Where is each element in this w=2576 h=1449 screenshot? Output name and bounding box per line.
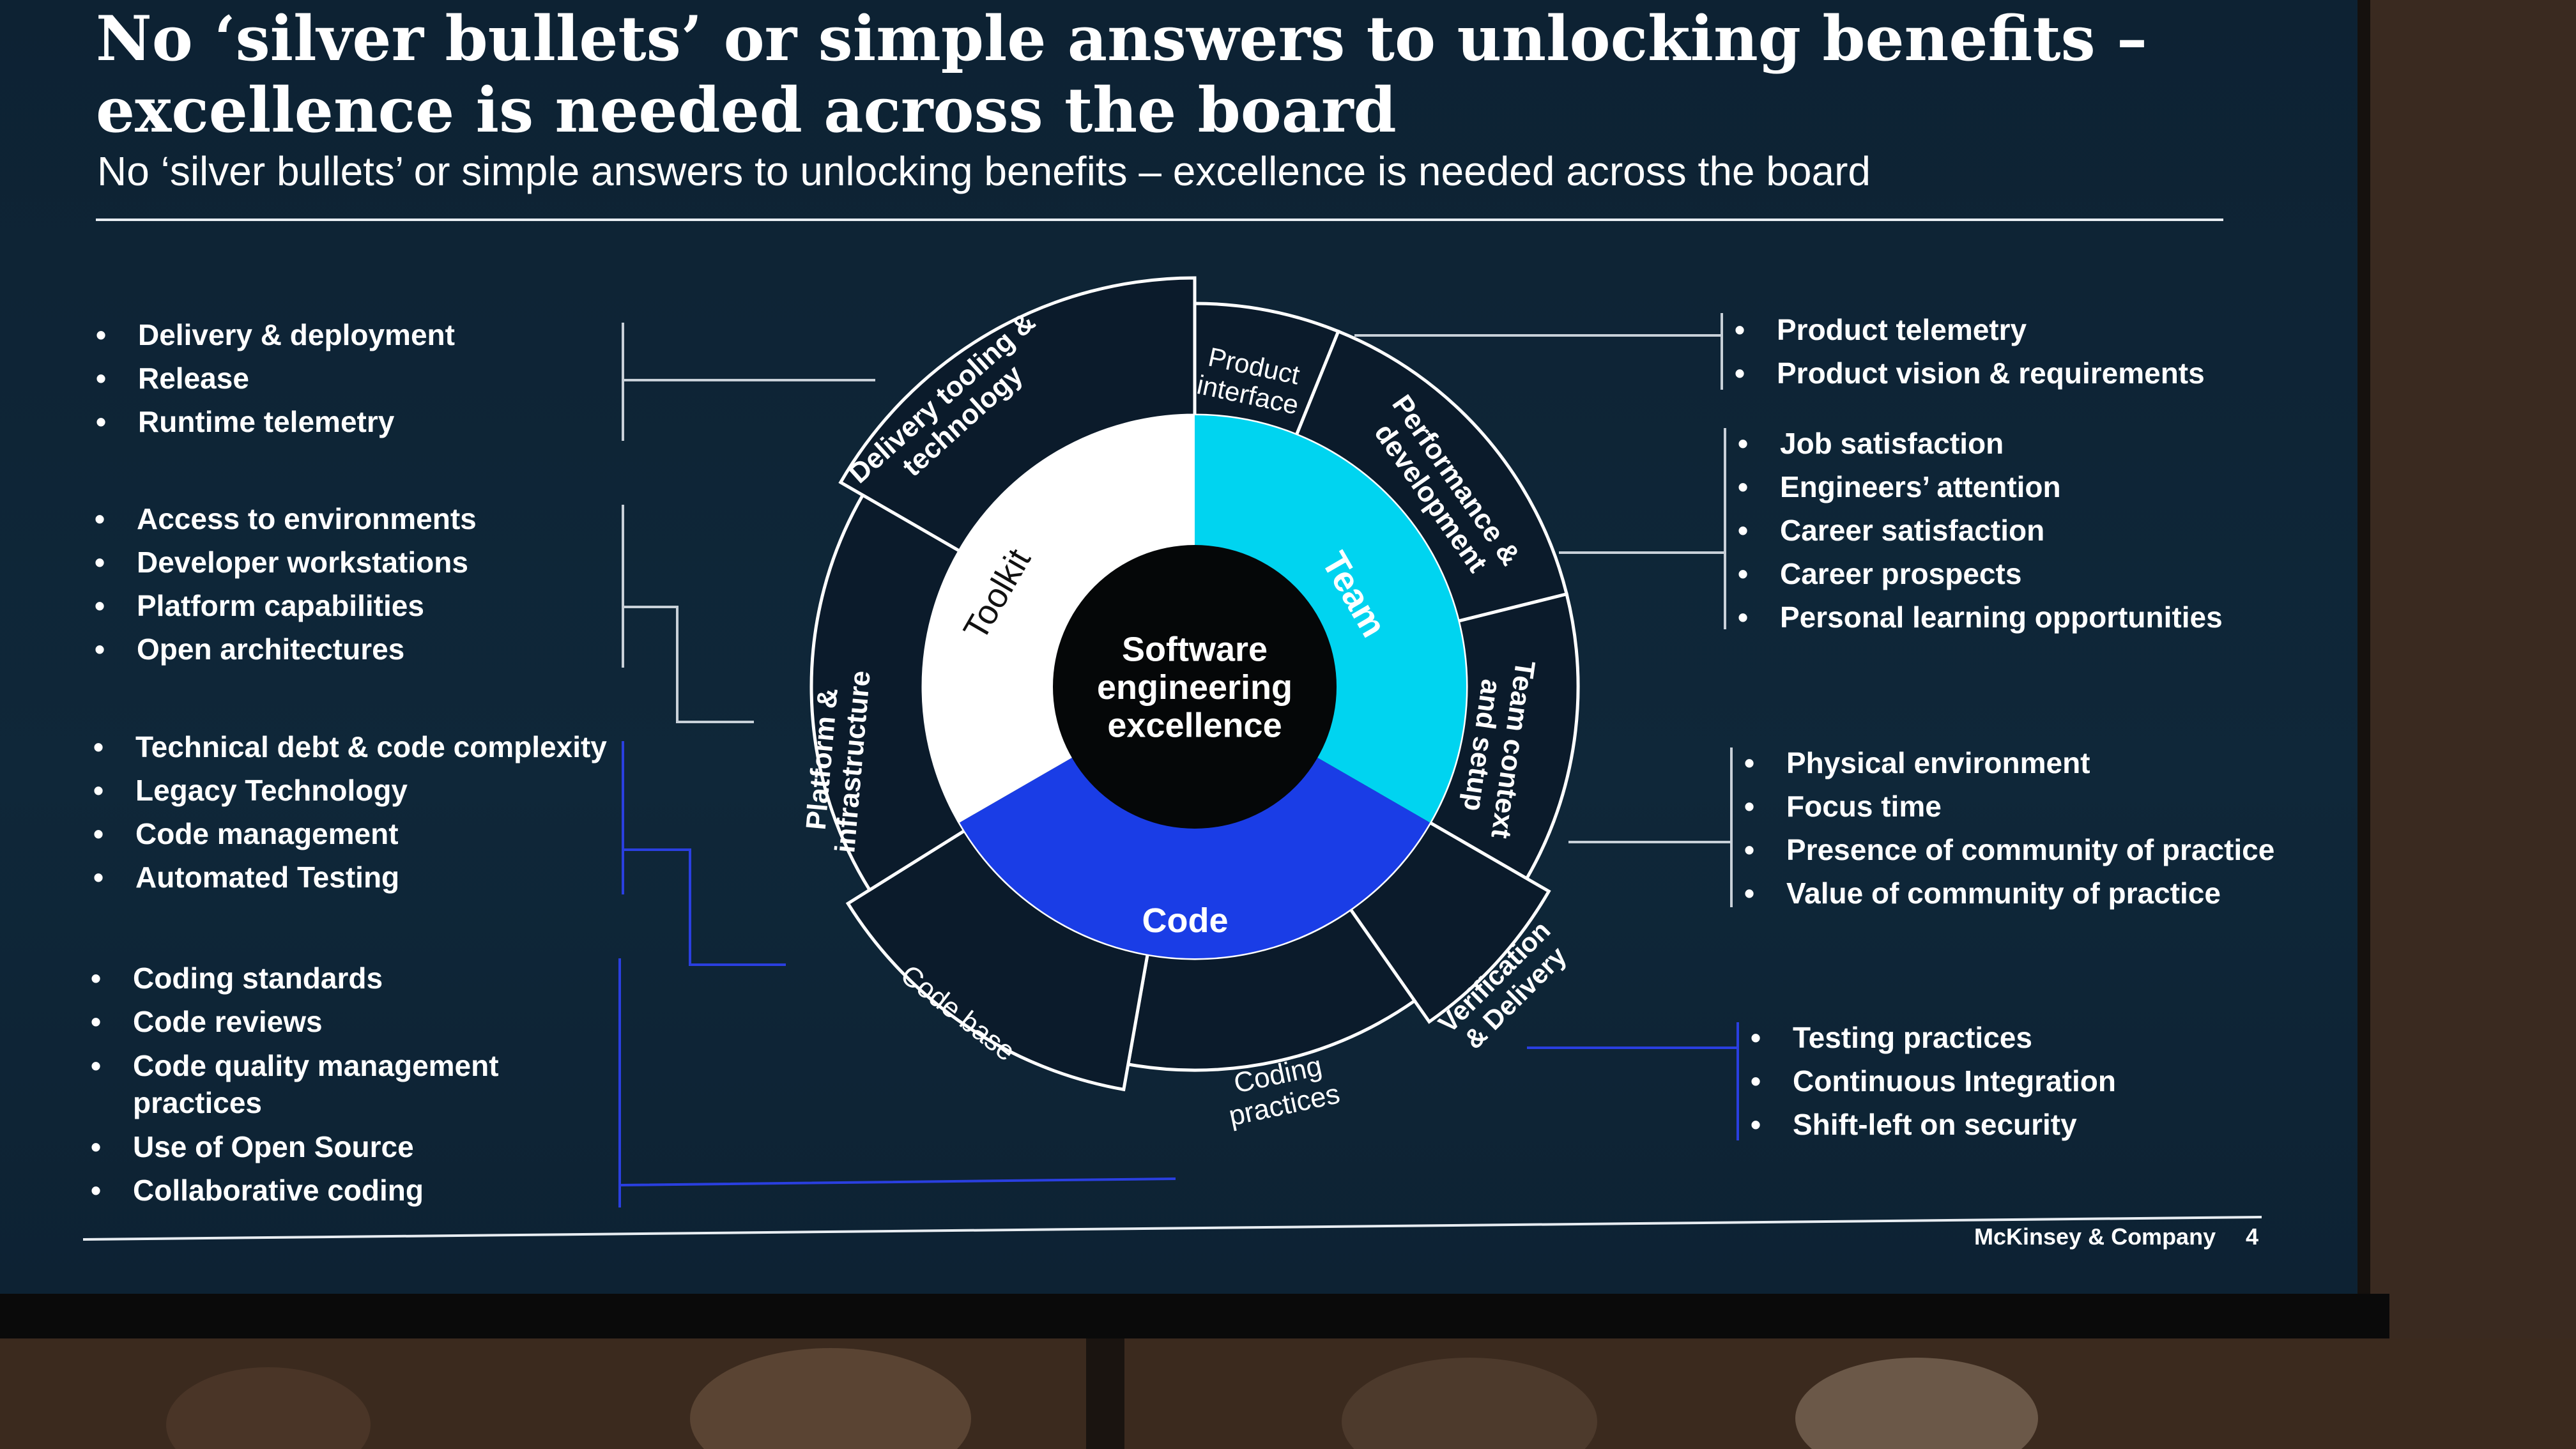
team-segment (1195, 415, 1466, 823)
list-item: Shift-left on security (1751, 1103, 2116, 1146)
connector-verification (1527, 1022, 1739, 1140)
list-item: Technical debt & code complexity (93, 725, 607, 769)
list-item: Automated Testing (93, 855, 607, 899)
code-label: Code (1142, 901, 1229, 940)
list-item: Delivery & deployment (96, 313, 455, 356)
list-item: Code quality management practices (91, 1047, 580, 1121)
connector-delivery (622, 323, 875, 441)
footer-brand: McKinsey & Company (1974, 1223, 2216, 1250)
list-item: Value of community of practice (1744, 871, 2274, 915)
list-item: Engineers’ attention (1738, 465, 2223, 509)
list-item: Personal learning opportunities (1738, 595, 2223, 639)
title-divider (96, 218, 2223, 221)
list-item: Developer workstations (95, 540, 477, 584)
left-group-delivery: Delivery & deployment Release Runtime te… (96, 313, 455, 443)
right-verification-connector (1527, 1022, 1739, 1140)
list-item: Release (96, 356, 455, 400)
list-item: Open architectures (95, 627, 477, 671)
list-item: Runtime telemetry (96, 400, 455, 443)
connector-code-base (622, 741, 786, 966)
right-group-product: Product telemetry Product vision & requi… (1735, 308, 2205, 395)
right-group-verification: Testing practices Continuous Integration… (1751, 1016, 2116, 1146)
list-item: Product telemetry (1735, 308, 2205, 351)
connector-platform (622, 505, 754, 723)
right-group-performance: Job satisfaction Engineers’ attention Ca… (1738, 422, 2223, 639)
list-item: Code reviews (91, 1000, 580, 1043)
footer-divider (82, 1216, 2262, 1241)
list-item: Testing practices (1751, 1016, 2116, 1059)
connector-team-context (1568, 747, 1733, 907)
list-item: Career prospects (1738, 552, 2223, 595)
toolkit-segment (923, 415, 1195, 823)
list-item: Code management (93, 812, 607, 855)
left-group-platform: Access to environments Developer worksta… (95, 497, 477, 671)
page-number: 4 (2246, 1223, 2259, 1250)
right-connectors (1354, 313, 1733, 907)
list-item: Product vision & requirements (1735, 351, 2205, 395)
list-item: Focus time (1744, 785, 2274, 828)
list-item: Career satisfaction (1738, 509, 2223, 552)
right-group-team-context: Physical environment Focus time Presence… (1744, 741, 2274, 915)
code-segment (959, 757, 1430, 958)
list-item: Access to environments (95, 497, 477, 540)
list-item: Collaborative coding (91, 1169, 580, 1212)
center-hub (1053, 545, 1337, 829)
list-item: Use of Open Source (91, 1125, 580, 1169)
list-item: Presence of community of practice (1744, 828, 2274, 871)
connector-coding-practices (618, 958, 1176, 1208)
presentation-slide: No ‘silver bullets’ or simple answers to… (0, 0, 2358, 1294)
wheel (809, 276, 1580, 1092)
list-item: Legacy Technology (93, 769, 607, 812)
slide-subtitle: No ‘silver bullets’ or simple answers to… (97, 148, 1871, 194)
list-item: Job satisfaction (1738, 422, 2223, 465)
list-item: Continuous Integration (1751, 1059, 2116, 1103)
slide-title: No ‘silver bullets’ or simple answers to… (96, 3, 2148, 146)
left-code-connectors (618, 741, 1176, 1208)
list-item: Physical environment (1744, 741, 2274, 785)
connector-product (1354, 313, 1723, 390)
product-interface-label: Productinterface (1194, 341, 1307, 420)
connector-performance (1559, 428, 1726, 629)
left-connectors (622, 323, 875, 723)
left-group-code-base: Technical debt & code complexity Legacy … (93, 725, 607, 899)
list-item: Coding standards (91, 956, 580, 1000)
left-group-coding-practices: Coding standards Code reviews Code quali… (91, 956, 580, 1212)
list-item: Platform capabilities (95, 584, 477, 627)
